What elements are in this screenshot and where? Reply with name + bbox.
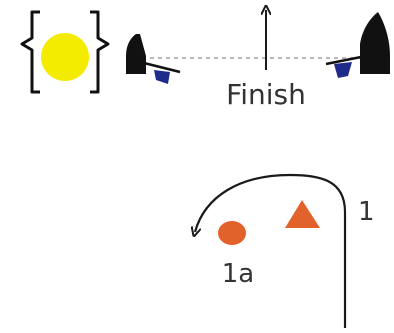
curly-bracket-left-icon bbox=[20, 10, 40, 94]
circle-mark-icon bbox=[218, 221, 246, 245]
course-path bbox=[195, 173, 347, 328]
committee-boat-icon bbox=[360, 12, 390, 74]
committee-boat-right bbox=[325, 12, 390, 78]
sun-signal bbox=[20, 10, 110, 94]
triangle-mark-icon bbox=[285, 200, 320, 228]
blue-flag-icon bbox=[334, 62, 352, 78]
curly-bracket-right-icon bbox=[90, 10, 110, 94]
flag-staff-icon bbox=[139, 60, 181, 74]
mark-1a-label: 1a bbox=[222, 259, 254, 289]
flag-staff-icon bbox=[325, 54, 367, 66]
committee-boat-left bbox=[126, 34, 181, 84]
committee-boat-icon bbox=[126, 34, 146, 74]
finish-label: Finish bbox=[226, 78, 306, 111]
sun-icon bbox=[41, 33, 89, 81]
blue-flag-icon bbox=[154, 70, 170, 84]
mark-1-label: 1 bbox=[358, 197, 375, 227]
